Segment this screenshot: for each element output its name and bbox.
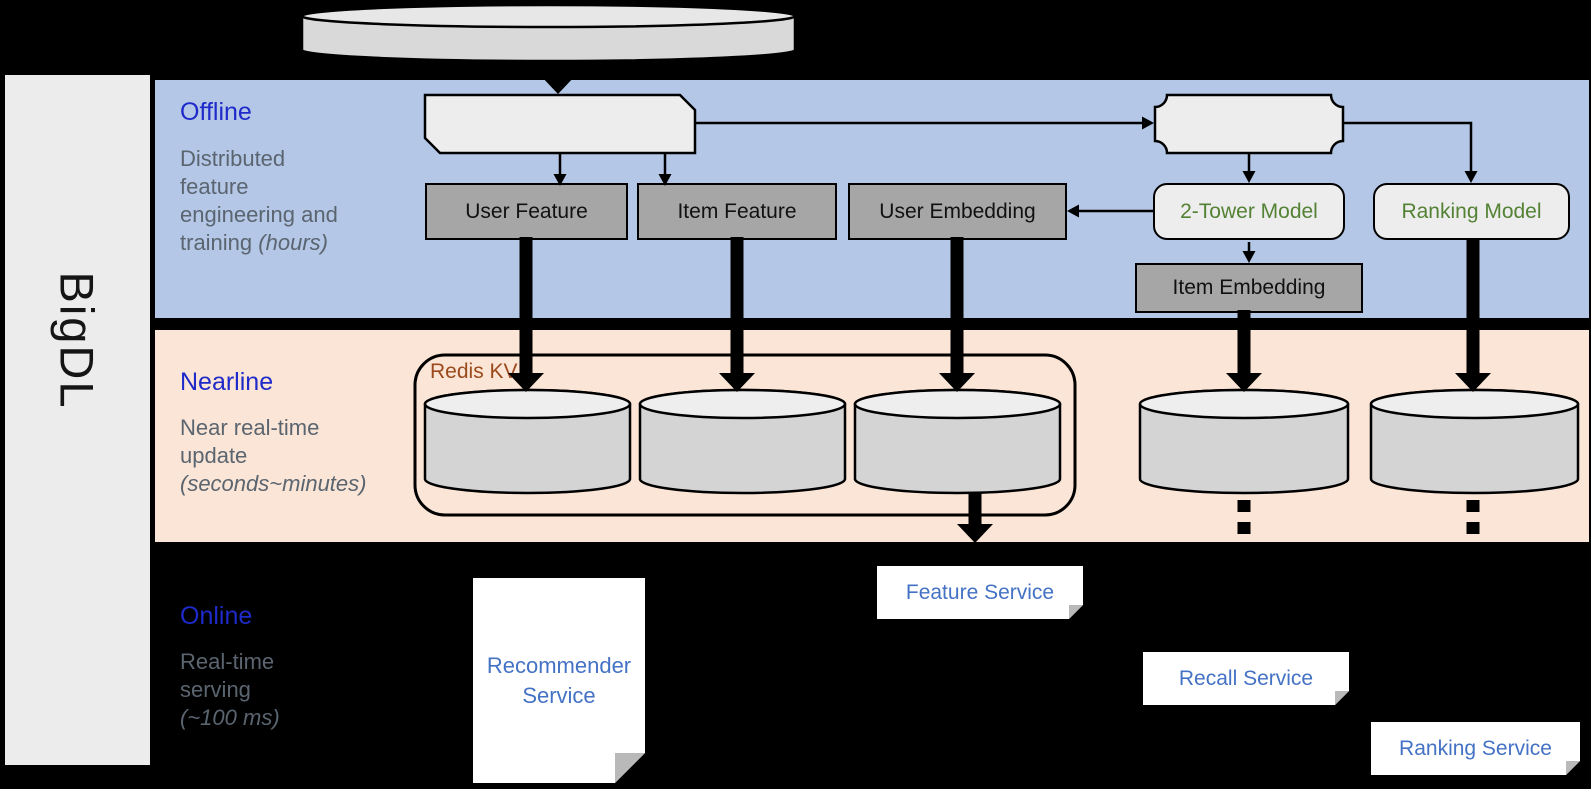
ranking-model-label: Ranking Model	[1401, 199, 1542, 223]
arrow-fe-to-user-feature	[553, 153, 567, 186]
raw-data-cylinder-top	[300, 3, 797, 29]
offline-title: Offline	[180, 98, 252, 126]
arrow-user-feature-to-redis	[508, 237, 544, 392]
two-tower-model-box: 2-Tower Model	[1153, 183, 1345, 240]
nearline-description: Near real-time update (seconds~minutes)	[180, 414, 440, 498]
arrow-two-tower-to-user-embedding	[1067, 204, 1153, 218]
offline-desc-hours: (hours)	[258, 230, 328, 255]
user-feature-label: User Feature	[465, 199, 588, 223]
online-title: Online	[180, 602, 253, 630]
online-desc-line1: Real-time	[180, 649, 275, 674]
arrow-fe-to-item-feature	[658, 153, 672, 186]
item-feature-box: Item Feature	[637, 183, 837, 240]
redis-cylinder-3-top	[853, 388, 1062, 420]
arrow-fe-to-dnn-training	[695, 116, 1154, 130]
item-embedding-box: Item Embedding	[1135, 263, 1363, 313]
item-feature-label: Item Feature	[677, 199, 797, 223]
bigdl-brand-band: BigDL	[5, 75, 150, 765]
models-cylinder-top	[1369, 388, 1580, 420]
nearline-desc-line2: update	[180, 443, 248, 468]
redis-kv-container	[413, 353, 1077, 517]
offline-desc-training: training	[180, 230, 259, 255]
online-description: Real-time serving (~100 ms)	[180, 648, 380, 732]
offline-desc-line1: Distributed	[180, 146, 286, 171]
arrow-two-tower-to-item-embedding	[1242, 242, 1256, 263]
nearline-title: Nearline	[180, 368, 274, 396]
vector-index-cylinder-top	[1138, 388, 1350, 420]
redis-cylinder-2-top	[638, 388, 847, 420]
feature-service-label: Feature Service	[905, 580, 1055, 604]
recall-service-label: Recall Service	[1178, 666, 1314, 690]
user-feature-box: User Feature	[425, 183, 628, 240]
ranking-model-box: Ranking Model	[1373, 183, 1570, 240]
offline-desc-line2: feature	[180, 174, 249, 199]
offline-desc-line4: training (hours)	[180, 229, 430, 257]
arrow-dnn-to-two-tower	[1242, 153, 1256, 183]
feature-service-doc: Feature Service	[877, 566, 1083, 619]
nearline-desc-latency: (seconds~minutes)	[180, 471, 367, 496]
recall-service-doc: Recall Service	[1143, 652, 1349, 705]
arrow-dnn-to-ranking-model	[1343, 121, 1478, 183]
item-embedding-label: Item Embedding	[1172, 276, 1326, 299]
online-desc-latency: (~100 ms)	[180, 705, 280, 730]
feature-engineering-shape	[423, 93, 697, 155]
ranking-service-label: Ranking Service	[1399, 736, 1552, 760]
two-tower-model-label: 2-Tower Model	[1180, 199, 1318, 223]
nearline-desc-line1: Near real-time	[180, 415, 320, 440]
ranking-service-doc: Ranking Service	[1371, 722, 1580, 775]
redis-cylinder-1-top	[423, 388, 632, 420]
arrow-redis-to-feature-service	[957, 493, 993, 543]
user-embedding-label: User Embedding	[879, 199, 1036, 223]
arrow-user-embedding-to-redis	[939, 237, 975, 392]
arrow-ranking-model-to-models	[1455, 238, 1491, 392]
offline-description: Distributed feature engineering and trai…	[180, 145, 430, 257]
online-desc-line2: serving	[180, 677, 251, 702]
offline-desc-line3: engineering and	[180, 202, 338, 227]
arrow-item-feature-to-redis	[719, 237, 755, 392]
recommender-service-label: Recommender Service	[486, 652, 632, 708]
redis-kv-label: Redis KV	[430, 360, 518, 383]
arrow-rawdata-to-fe	[540, 62, 576, 94]
dnn-training-shape	[1153, 93, 1345, 155]
arrow-item-embedding-to-vector-index	[1226, 310, 1262, 392]
